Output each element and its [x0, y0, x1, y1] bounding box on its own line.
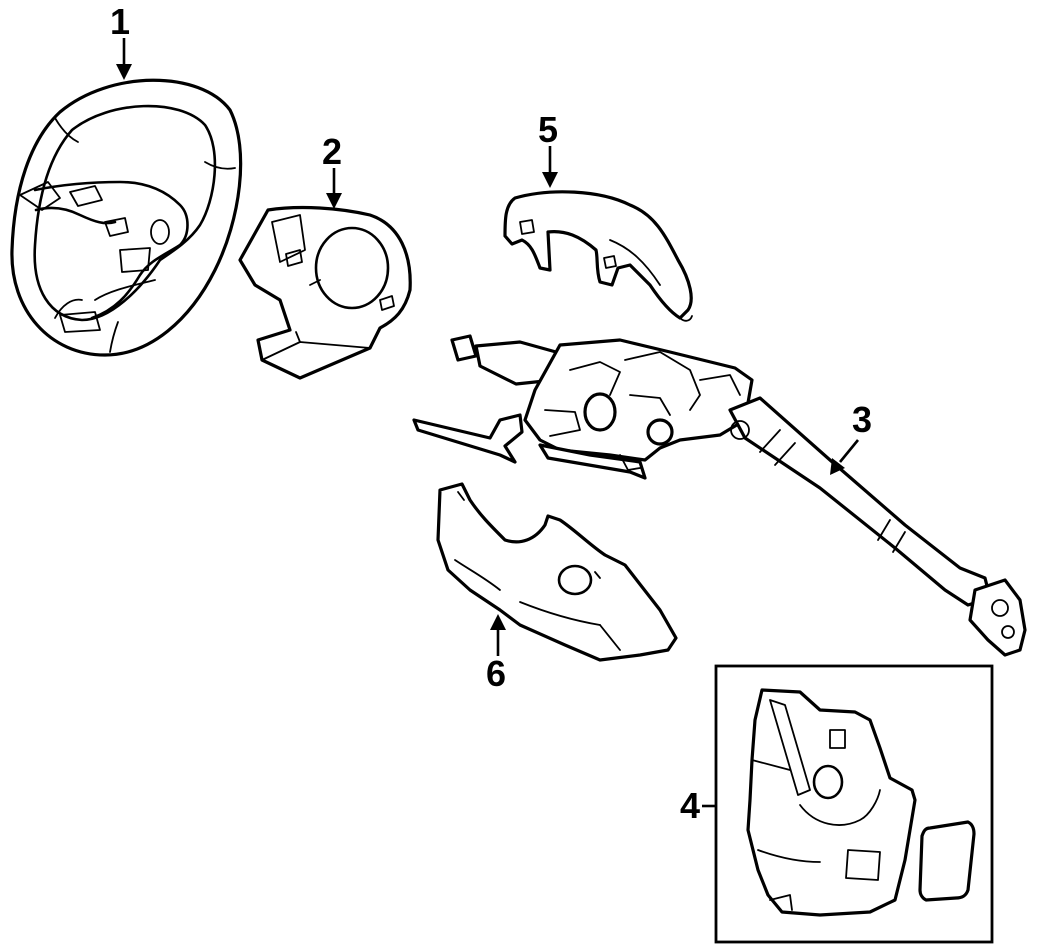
callout-label-4: 4 [680, 785, 700, 826]
steering-column-assembly [412, 334, 1027, 657]
wheel-trim-cover [238, 205, 412, 380]
upper-column-cover [503, 190, 693, 322]
callout-label-5: 5 [538, 109, 558, 150]
callout-label-3: 3 [852, 399, 872, 440]
callout-label-2: 2 [322, 131, 342, 172]
callout-2: 2 [322, 131, 342, 209]
callout-5: 5 [538, 109, 558, 188]
callout-1: 1 [110, 1, 132, 80]
callout-label-6: 6 [486, 653, 506, 694]
callout-label-1: 1 [110, 1, 130, 42]
steering-wheel [10, 78, 243, 357]
callout-4: 4 [680, 785, 716, 826]
lower-column-cover [436, 482, 678, 662]
callout-3: 3 [830, 399, 872, 475]
inset-frame [714, 664, 994, 944]
callout-6: 6 [486, 614, 506, 694]
column-cover-inset [714, 664, 994, 944]
